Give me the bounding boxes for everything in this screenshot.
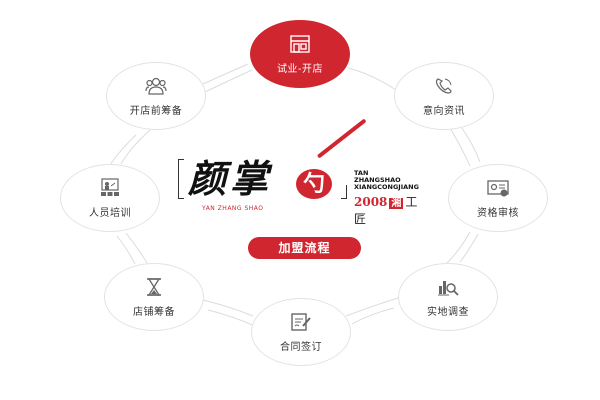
logo-en-line: TAN: [354, 169, 369, 177]
step-label: 意向资讯: [423, 105, 465, 117]
logo-bracket-left: [178, 159, 184, 199]
phone-icon: [435, 77, 452, 94]
step-label: 店铺筹备: [133, 306, 175, 318]
franchise-process-button[interactable]: 加盟流程: [248, 237, 361, 259]
team-icon: [145, 77, 167, 95]
step-label: 人员培训: [89, 207, 131, 219]
step-label: 资格审核: [477, 207, 519, 219]
brand-logo: 颜掌 YAN ZHANG SHAO 勺 TAN ZHANGSHAO XIANGC…: [178, 118, 428, 226]
step-site-survey[interactable]: 实地调查: [398, 263, 498, 331]
logo-craft: 工匠: [354, 195, 418, 226]
step-contract-signing[interactable]: 合同签订: [251, 298, 351, 366]
logo-year: 2008: [354, 195, 388, 209]
step-qualification-review[interactable]: 资格审核: [448, 164, 548, 232]
logo-seal: 勺: [296, 169, 332, 199]
logo-calligraphy: 颜掌: [188, 156, 273, 201]
logo-bracket-right: [341, 185, 347, 199]
step-inquiry[interactable]: 意向资讯: [394, 62, 494, 130]
hourglass-icon: [147, 277, 161, 296]
logo-pinyin: YAN ZHANG SHAO: [202, 205, 264, 212]
step-label: 开店前筹备: [129, 105, 183, 117]
chart-search-icon: [438, 280, 459, 296]
step-label: 实地调查: [427, 306, 469, 318]
step-staff-training[interactable]: 人员培训: [60, 164, 160, 232]
training-icon: [101, 177, 119, 196]
logo-english: TAN ZHANGSHAO XIANGCONGJIANG: [354, 170, 419, 191]
step-trial-opening[interactable]: 试业-开店: [250, 20, 350, 88]
step-label: 试业-开店: [276, 63, 324, 75]
contract-sign-icon: [291, 312, 311, 331]
step-label: 合同签订: [280, 341, 322, 353]
step-store-preparation[interactable]: 店铺筹备: [104, 263, 204, 331]
logo-box-char: 湘: [389, 198, 404, 209]
storefront-icon: [290, 34, 310, 53]
id-card-check-icon: [487, 179, 509, 196]
logo-en-line: XIANGCONGJIANG: [354, 183, 419, 191]
step-pre-opening-prep[interactable]: 开店前筹备: [106, 62, 206, 130]
logo-en-line: ZHANGSHAO: [354, 176, 401, 184]
